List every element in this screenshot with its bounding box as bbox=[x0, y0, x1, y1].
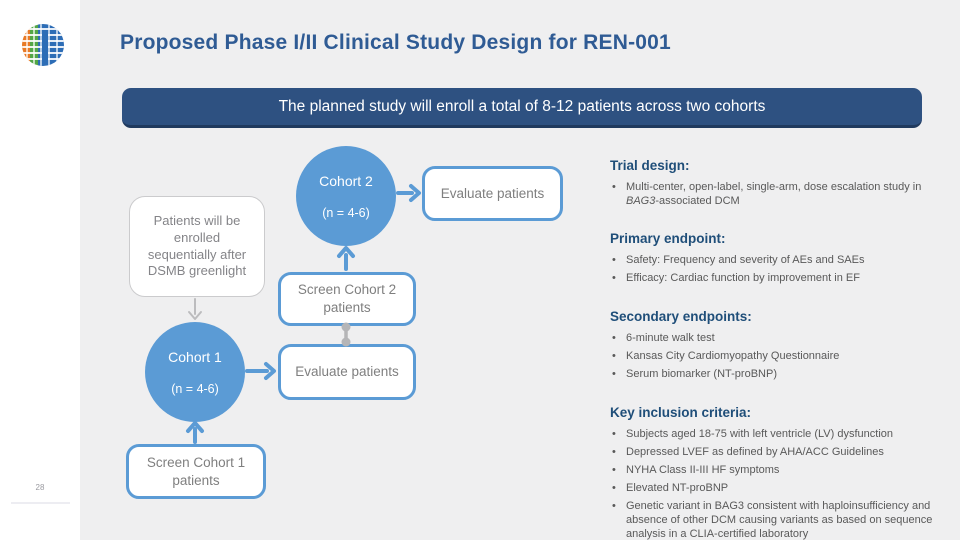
sidebar: 28 bbox=[0, 0, 80, 540]
arrow-down-icon bbox=[188, 298, 202, 320]
cohort-1-n: (n = 4-6) bbox=[171, 381, 219, 396]
bullet-item: Kansas City Cardiomyopathy Questionnaire bbox=[610, 350, 942, 364]
bullet-item: Depressed LVEF as defined by AHA/ACC Gui… bbox=[610, 446, 942, 460]
section-heading: Primary endpoint: bbox=[610, 231, 726, 247]
screen-cohort-1-text: Screen Cohort 1 patients bbox=[146, 454, 246, 488]
info-section: Secondary endpoints: 6-minute walk testKa… bbox=[610, 309, 942, 382]
cohort-1-circle: Cohort 1 (n = 4-6) bbox=[145, 322, 245, 422]
bullet-item: Elevated NT-proBNP bbox=[610, 482, 942, 496]
section-heading: Secondary endpoints: bbox=[610, 309, 752, 324]
cohort-2-circle: Cohort 2 (n = 4-6) bbox=[296, 146, 396, 246]
page-number-rule bbox=[11, 502, 70, 504]
evaluate-patients-top-text: Evaluate patients bbox=[440, 185, 545, 201]
arrow-right-icon bbox=[245, 362, 276, 380]
dsmb-note-box: Patients will be enrolled sequentially a… bbox=[129, 196, 265, 297]
screen-cohort-2-box: Screen Cohort 2 patients bbox=[278, 272, 416, 326]
cohort-2-title: Cohort 2 bbox=[319, 172, 373, 189]
bullet-item: Multi-center, open-label, single-arm, do… bbox=[610, 181, 942, 208]
info-sections: Trial design: Multi-center, open-label, s… bbox=[610, 158, 942, 540]
link-connector-icon bbox=[341, 322, 351, 347]
section-heading: Trial design: bbox=[610, 158, 690, 173]
bullet-item: 6-minute walk test bbox=[610, 332, 942, 346]
screen-cohort-2-text: Screen Cohort 2 patients bbox=[297, 282, 397, 315]
evaluate-patients-top-box: Evaluate patients bbox=[422, 166, 563, 221]
bullet-item: NYHA Class II-III HF symptoms bbox=[610, 464, 942, 478]
bullet-list: Subjects aged 18-75 with left ventricle … bbox=[610, 428, 942, 540]
bullet-list: 6-minute walk testKansas City Cardiomyop… bbox=[610, 332, 942, 382]
page-number: 28 bbox=[35, 483, 45, 492]
bullet-item: Genetic variant in BAG3 consistent with … bbox=[610, 500, 942, 540]
info-section: Key inclusion criteria: Subjects aged 18-… bbox=[610, 405, 942, 540]
dsmb-note-text: Patients will be enrolled sequentially a… bbox=[147, 212, 247, 279]
info-section: Trial design: Multi-center, open-label, s… bbox=[610, 158, 942, 208]
arrow-up-icon bbox=[186, 421, 204, 444]
bullet-list: Multi-center, open-label, single-arm, do… bbox=[610, 181, 942, 208]
company-globe-logo bbox=[22, 24, 64, 66]
headline-banner-text: The planned study will enroll a total of… bbox=[278, 97, 766, 115]
bullet-item: Safety: Frequency and severity of AEs an… bbox=[610, 254, 942, 268]
cohort-1-title: Cohort 1 bbox=[168, 348, 222, 365]
evaluate-patients-bottom-text: Evaluate patients bbox=[295, 364, 399, 380]
cohort-2-n: (n = 4-6) bbox=[322, 205, 370, 220]
arrow-right-icon bbox=[396, 184, 421, 202]
bullet-item: Subjects aged 18-75 with left ventricle … bbox=[610, 428, 942, 442]
bullet-item: Efficacy: Cardiac function by improvemen… bbox=[610, 272, 942, 286]
slide-title: Proposed Phase I/II Clinical Study Desig… bbox=[120, 31, 671, 54]
bullet-list: Safety: Frequency and severity of AEs an… bbox=[610, 254, 942, 286]
section-heading: Key inclusion criteria: bbox=[610, 404, 752, 420]
evaluate-patients-bottom-box: Evaluate patients bbox=[278, 344, 416, 400]
headline-banner: The planned study will enroll a total of… bbox=[122, 88, 922, 128]
info-section: Primary endpoint: Safety: Frequency and s… bbox=[610, 231, 942, 286]
arrow-up-icon bbox=[337, 246, 355, 271]
screen-cohort-1-box: Screen Cohort 1 patients bbox=[126, 444, 266, 499]
bullet-item: Serum biomarker (NT-proBNP) bbox=[610, 368, 942, 382]
